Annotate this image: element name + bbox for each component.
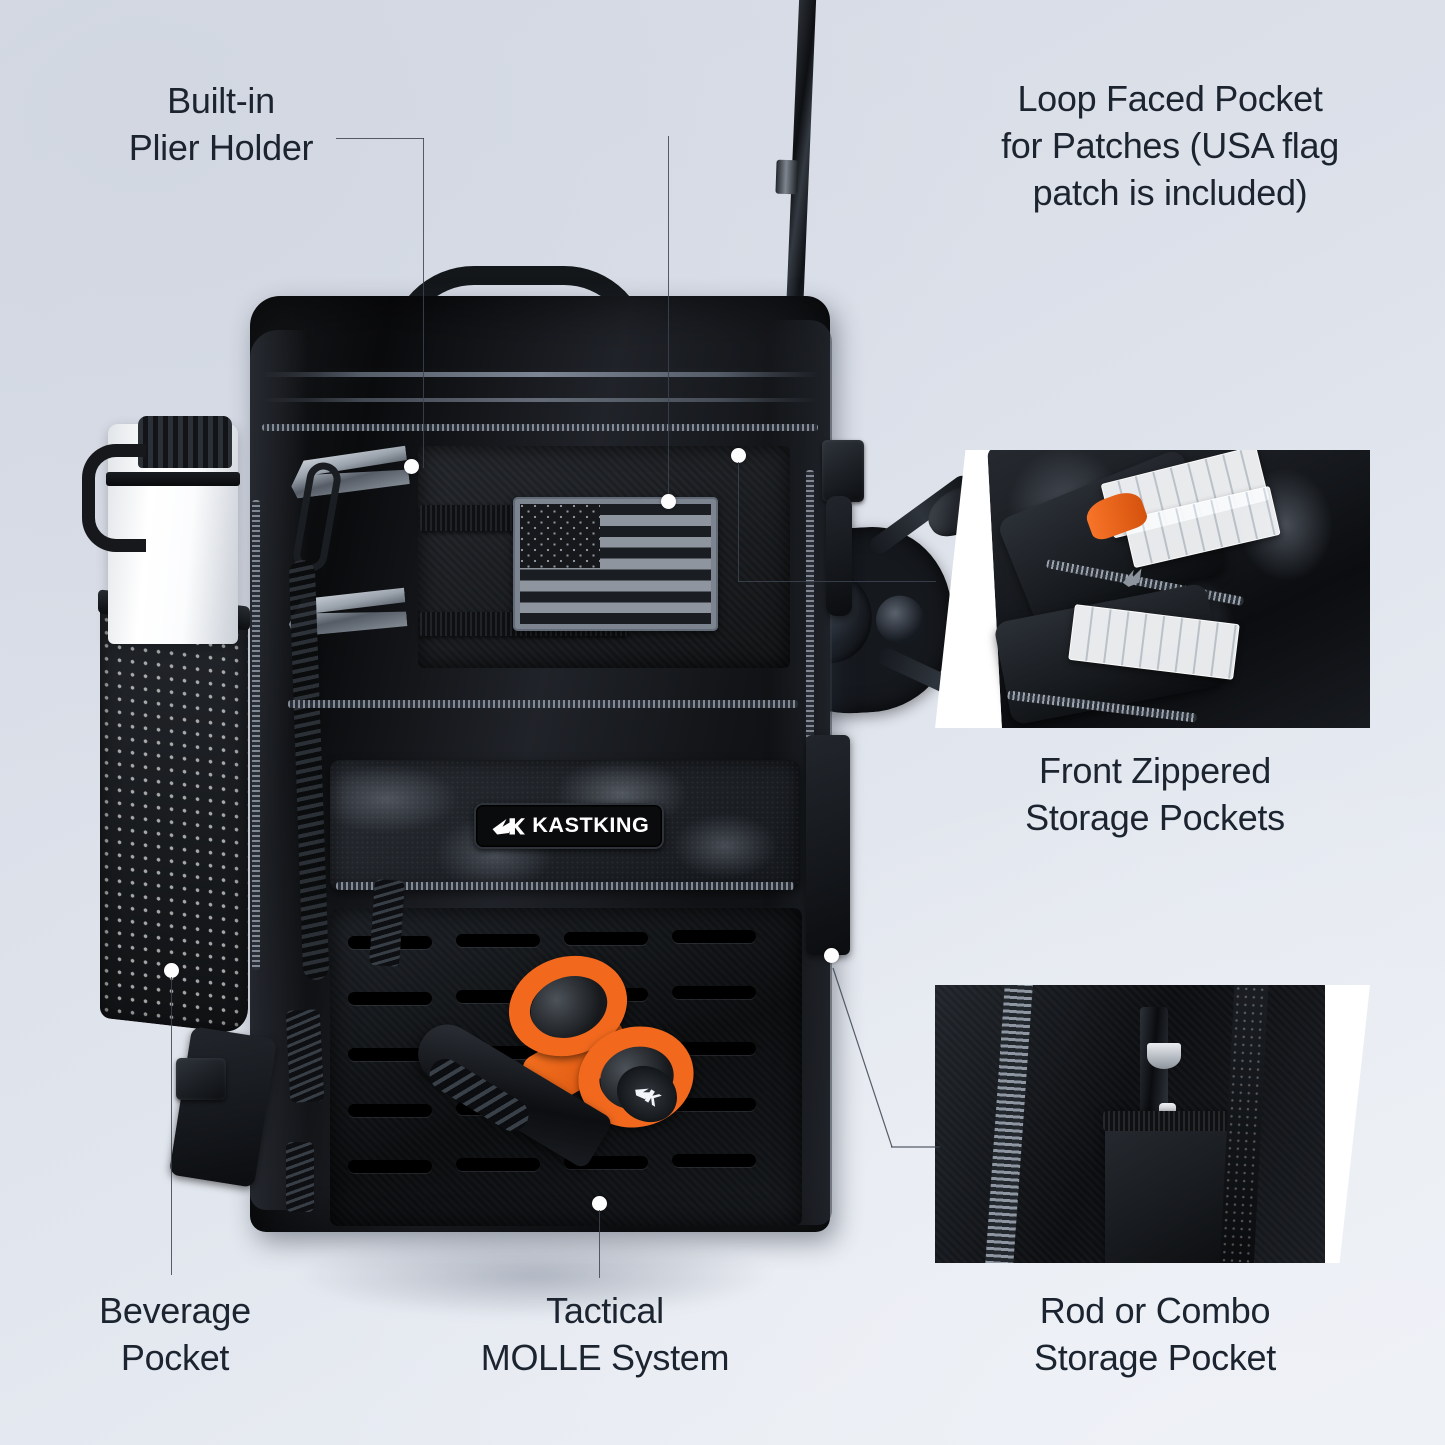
reel-drag-knob <box>874 594 926 645</box>
inset-rod-end-cap <box>1147 1043 1181 1069</box>
product-shadow <box>205 1215 865 1335</box>
callout-dot-front-zippered <box>731 448 746 463</box>
callout-dot-plier-holder <box>404 459 419 474</box>
inset-photo-front-pockets <box>935 450 1370 728</box>
camo-pocket-zipper <box>336 882 794 890</box>
callout-label-front-zippered-pockets: Front Zippered Storage Pockets <box>1025 750 1285 838</box>
mid-zipper <box>288 700 798 708</box>
top-zipper <box>262 424 818 431</box>
callout-label-loop-faced-pocket: Loop Faced Pocket for Patches (USA flag … <box>1001 78 1339 213</box>
inset-rod-combo-pocket <box>935 985 1370 1263</box>
side-zipper-left <box>252 500 260 970</box>
side-buckle-upper <box>822 440 864 502</box>
callout-label-beverage-pocket: Beverage Pocket <box>99 1290 251 1378</box>
usa-flag-patch <box>513 497 718 631</box>
callout-label-tactical-molle: Tactical MOLLE System <box>480 1290 730 1378</box>
flag-canton <box>520 504 601 569</box>
leader-beverage-vertical <box>171 977 172 1275</box>
kastking-brand-text: KASTKING <box>531 814 650 837</box>
leader-molle-vertical <box>599 1210 600 1278</box>
side-zipper-right <box>806 470 814 940</box>
inset-rod-holder-pocket <box>1105 1115 1235 1263</box>
callout-dot-rod-combo <box>824 948 839 963</box>
lid-seam-lower <box>262 398 818 402</box>
sheath-kastking-icon <box>606 1054 688 1134</box>
inset-front-zippered-pockets <box>935 450 1370 728</box>
rod-ferrule <box>775 159 799 195</box>
lid-seam-upper <box>262 372 818 377</box>
callout-dot-beverage-pocket <box>164 963 179 978</box>
leader-plier-horizontal <box>336 138 424 139</box>
callout-label-rod-combo-pocket: Rod or Combo Storage Pocket <box>1034 1290 1276 1378</box>
side-compression-strap <box>826 496 852 616</box>
zipper-pull-tab-mid <box>369 879 405 967</box>
zipper-pull-tab-left <box>285 1009 325 1103</box>
inset-kastking-icon <box>1122 568 1142 587</box>
leader-front-zip-horizontal <box>738 581 936 582</box>
leader-front-zip-vertical <box>738 462 739 582</box>
callout-dot-molle <box>592 1196 607 1211</box>
bottle-lid <box>138 416 232 468</box>
leader-loop-pocket-vertical <box>668 136 669 500</box>
flag-stars-icon <box>520 504 601 569</box>
callout-label-plier-holder: Built-in Plier Holder <box>128 80 314 168</box>
inset-rod-pocket-elastic-band <box>1103 1111 1237 1131</box>
product-photo-backpack: KASTKING <box>82 0 1041 1335</box>
flag-stripes <box>520 504 711 624</box>
kastking-brand-badge: KASTKING <box>474 803 664 849</box>
leader-plier-vertical <box>423 138 424 468</box>
kastking-fish-k-icon <box>492 818 525 835</box>
strap-buckle-left <box>176 1058 226 1100</box>
kastking-fish-k-icon-small <box>635 1088 662 1107</box>
inset-photo-rod-pocket <box>935 985 1370 1263</box>
side-panel-strap <box>806 735 850 955</box>
zipper-pull-tab-bottom <box>286 1142 314 1212</box>
braid-scissors <box>407 940 720 1205</box>
bottle-handle <box>82 444 146 552</box>
callout-dot-loop-faced-pocket <box>661 494 676 509</box>
